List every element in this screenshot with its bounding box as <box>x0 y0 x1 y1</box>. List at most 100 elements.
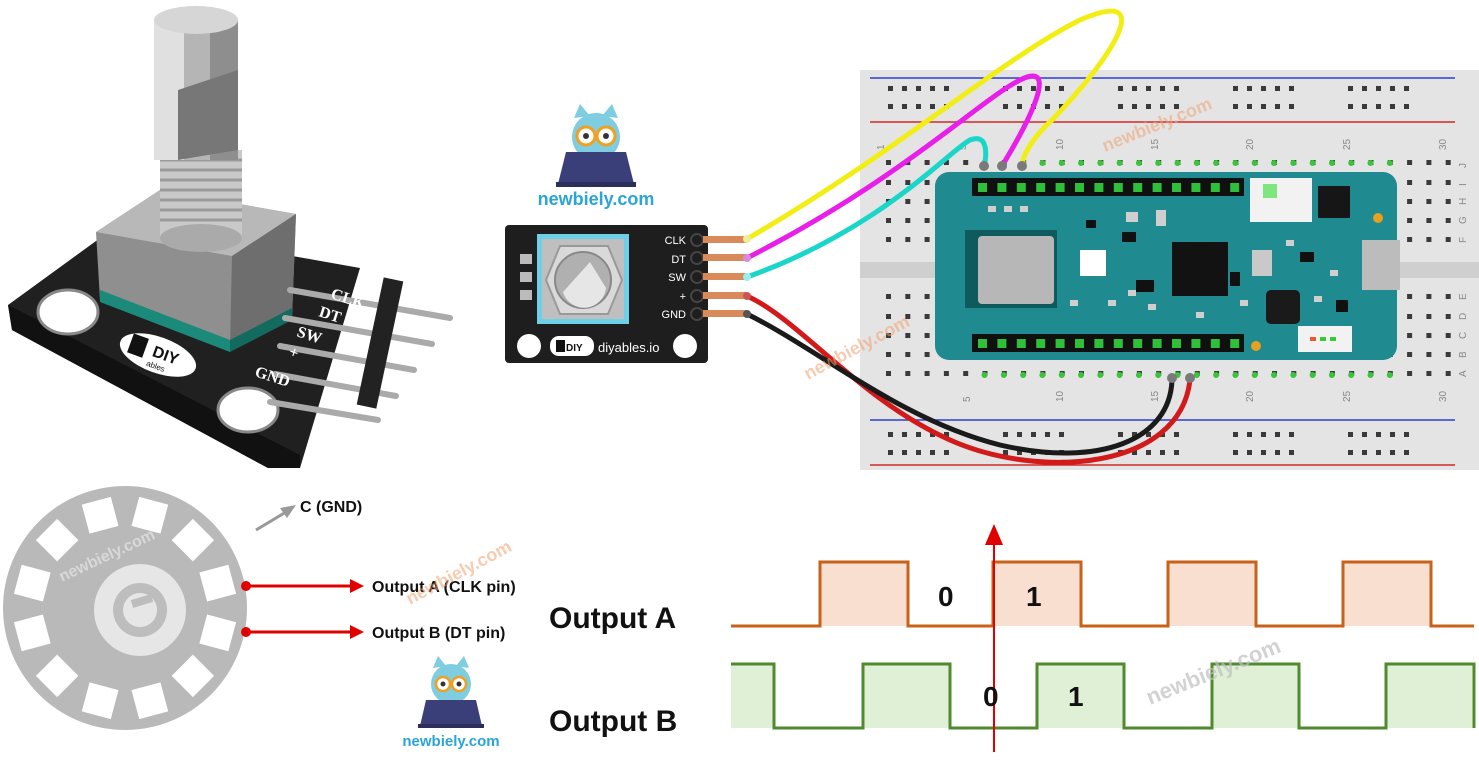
bb-hole <box>1407 352 1413 357</box>
bb-hole-connected <box>1367 160 1374 166</box>
disk-slot <box>13 614 51 652</box>
bb-hole-connected <box>1193 160 1200 166</box>
label-output-a-clk: Output A (CLK pin) <box>372 579 516 596</box>
header-pin <box>1172 183 1181 192</box>
watermark-3: newbiely.com <box>402 536 514 608</box>
bb-hole <box>1132 432 1137 437</box>
bb-hole <box>1132 104 1137 109</box>
bb-hole <box>916 86 921 91</box>
bb-hole <box>1445 218 1451 223</box>
time-marker <box>985 524 1003 752</box>
bit-b-0: 0 <box>983 681 999 712</box>
bb-hole <box>886 314 891 319</box>
bb-hole <box>1362 432 1367 437</box>
rotary-encoder-photo: CLK DT SW + GND DIY ables <box>8 6 453 468</box>
bb-hole <box>1261 450 1266 455</box>
bb-hole <box>1017 104 1022 109</box>
disk-annotations: C (GND) Output A (CLK pin) Output B (DT … <box>241 499 516 642</box>
bb-hole <box>886 352 891 357</box>
header-pin <box>1036 339 1046 348</box>
bb-hole <box>1348 450 1353 455</box>
header-pin <box>1016 339 1026 348</box>
bb-hole <box>1017 450 1022 455</box>
bb-hole <box>1118 86 1123 91</box>
bb-hole <box>1275 450 1280 455</box>
bb-hole <box>1059 432 1064 437</box>
bb-hole <box>1445 237 1451 242</box>
bb-hole <box>1426 371 1432 376</box>
bb-row-b: B <box>1458 351 1469 358</box>
bb-hole <box>1132 86 1137 91</box>
bb-hole-connected <box>1058 372 1065 378</box>
header-pin <box>1055 339 1065 348</box>
header-pin <box>1210 183 1220 192</box>
bb-hole <box>905 371 911 376</box>
bb-hole <box>1445 314 1451 319</box>
arduino-board <box>935 172 1400 360</box>
bb-hole <box>1407 294 1413 299</box>
svg-text:25: 25 <box>1342 390 1353 402</box>
encoder-disk <box>3 486 247 730</box>
bb-hole <box>1426 352 1432 357</box>
module-pin-label-sw: SW <box>668 272 686 284</box>
bb-hole <box>1407 314 1413 319</box>
bb-hole <box>886 218 891 223</box>
bb-hole <box>916 450 921 455</box>
bb-hole <box>1376 450 1381 455</box>
wire-clk-yellow <box>744 8 1124 242</box>
svg-text:5: 5 <box>962 396 973 402</box>
bb-hole <box>1426 333 1432 338</box>
bb-hole <box>1445 371 1451 376</box>
wire-dt-magenta <box>744 73 1042 261</box>
bb-hole <box>1275 432 1280 437</box>
bb-hole <box>1275 104 1280 109</box>
bb-hole <box>924 314 930 319</box>
bb-hole <box>1362 104 1367 109</box>
bb-hole <box>1146 432 1151 437</box>
waveform-a-line <box>731 560 1474 628</box>
label-output-b-dt: Output B (DT pin) <box>372 625 505 642</box>
bb-hole <box>1376 432 1381 437</box>
bb-hole <box>1404 104 1409 109</box>
bb-hole <box>1261 432 1266 437</box>
bb-hole <box>1348 104 1353 109</box>
bit-labels: 0 1 0 1 <box>938 581 1084 712</box>
bb-hole <box>1146 104 1151 109</box>
bb-hole <box>1390 450 1395 455</box>
bb-hole <box>1132 450 1137 455</box>
encoder-module: DIY diyables.io CLK DT SW + GND <box>505 225 747 363</box>
bb-hole <box>888 450 893 455</box>
bb-row-e: E <box>1458 293 1469 300</box>
bb-hole <box>916 432 921 437</box>
bb-hole <box>1003 450 1008 455</box>
bb-hole <box>1426 160 1432 165</box>
bb-hole <box>1289 86 1294 91</box>
bb-hole-connected <box>1000 372 1007 378</box>
bb-hole <box>1275 86 1280 91</box>
bb-hole-connected <box>1020 372 1027 378</box>
bb-col-15: 15 <box>1150 138 1161 150</box>
bb-row-c: C <box>1458 332 1469 339</box>
bb-hole <box>1390 432 1395 437</box>
bb-row-j: J <box>1458 163 1469 168</box>
bb-hole-connected <box>1174 160 1181 166</box>
bb-hole <box>1426 199 1432 204</box>
module-pin-label-dt: DT <box>671 254 686 266</box>
bb-col-30: 30 <box>1438 138 1449 150</box>
signal-labels: Output A Output B <box>549 602 677 738</box>
bb-hole <box>1118 104 1123 109</box>
bb-hole <box>1289 432 1294 437</box>
bb-hole <box>1407 237 1413 242</box>
bb-hole <box>924 180 930 185</box>
newbiely-site-text-bottom: newbiely.com <box>402 733 499 750</box>
header-pin <box>997 183 1007 192</box>
disk-slot <box>131 496 169 534</box>
encoder-disk-slots <box>13 496 237 720</box>
bb-hole <box>1390 86 1395 91</box>
bb-hole <box>905 333 911 338</box>
bb-hole <box>1031 86 1036 91</box>
bb-hole <box>1233 104 1238 109</box>
bb-hole-connected <box>1348 372 1355 378</box>
encoder-disk-hub <box>94 564 186 656</box>
